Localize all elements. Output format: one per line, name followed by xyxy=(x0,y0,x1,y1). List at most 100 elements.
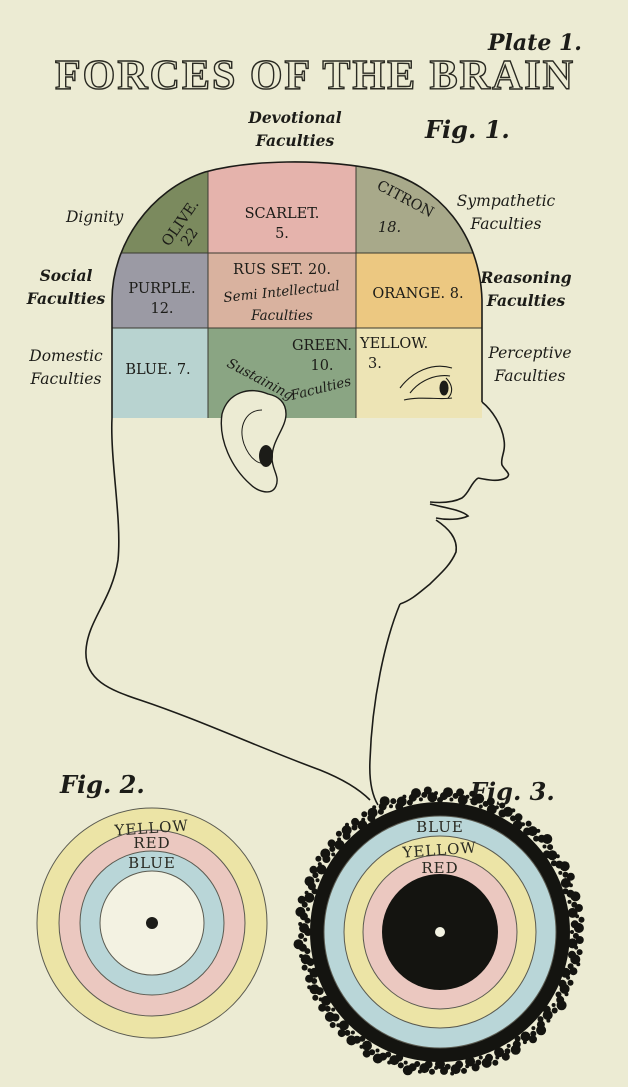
fringe-dot xyxy=(379,796,390,807)
fringe-dot xyxy=(566,872,575,881)
fringe-dot xyxy=(341,825,352,836)
fringe-dot xyxy=(533,835,540,842)
fringe-dot xyxy=(362,1040,372,1051)
fringe-dot xyxy=(520,1031,531,1042)
fringe-dot xyxy=(329,846,336,852)
fringe-dot xyxy=(304,890,309,895)
fringe-dot xyxy=(402,1065,413,1076)
devotional-label-line1: Devotional xyxy=(248,108,342,127)
region-dividers xyxy=(112,161,482,418)
fringe-dot xyxy=(569,967,578,976)
fringe-dot xyxy=(293,939,304,950)
fringe-dot xyxy=(309,984,320,995)
fringe-dot xyxy=(324,1005,331,1012)
fringe-dot xyxy=(427,792,438,803)
fringe-dot xyxy=(440,1066,448,1075)
fig1-label: Fig. 1. xyxy=(425,115,510,144)
fig2-ring-blue: BLUE xyxy=(128,854,176,872)
fringe-dot xyxy=(542,834,553,844)
social-label-line2: Faculties xyxy=(26,289,106,308)
fringe-dot xyxy=(295,906,306,917)
fringe-dot xyxy=(297,895,306,904)
fringe-dot xyxy=(568,883,573,888)
citron-num: 18. xyxy=(378,220,401,236)
region-orange xyxy=(356,253,482,328)
fringe-dot xyxy=(390,798,397,805)
fringe-dot xyxy=(547,844,554,851)
region-blue xyxy=(112,328,208,418)
fringe-dot xyxy=(570,930,574,934)
fringe-dot xyxy=(305,974,314,983)
fringe-dot xyxy=(351,817,360,826)
fringe-dot xyxy=(335,830,342,837)
region-yellow xyxy=(356,328,482,418)
orange-name: ORANGE. 8. xyxy=(372,286,463,302)
fringe-dot xyxy=(338,1020,349,1031)
fringe-dot xyxy=(350,1030,355,1035)
fringe-dot xyxy=(494,1047,505,1058)
fig3-label: Fig. 3. xyxy=(470,777,555,806)
fringe-dot xyxy=(411,788,421,799)
fringe-dot xyxy=(396,796,407,807)
fringe-dot xyxy=(492,1059,499,1066)
green-num: 10. xyxy=(310,358,333,374)
fringe-dot xyxy=(478,1055,483,1060)
fringe-dot xyxy=(299,923,310,934)
fringe-dot xyxy=(309,865,318,874)
purple-num: 12. xyxy=(150,301,173,317)
fringe-dot xyxy=(530,1030,537,1037)
fringe-dot xyxy=(450,1071,455,1076)
fringe-dot xyxy=(317,862,322,867)
fringe-dot xyxy=(449,797,454,802)
scarlet-num: 5. xyxy=(275,226,289,242)
reasoning-label-line2: Faculties xyxy=(486,291,566,310)
plate-number: Plate 1. xyxy=(488,30,582,56)
fringe-dot xyxy=(559,983,570,994)
fig3-ring-yellow: YELLOW xyxy=(401,838,478,861)
fringe-dot xyxy=(344,1029,351,1036)
fringe-dot xyxy=(481,1057,492,1068)
fringe-dot xyxy=(566,975,571,980)
fringe-dot xyxy=(551,1007,558,1014)
fig3-ring-red: RED xyxy=(421,859,458,877)
fringe-dot xyxy=(499,802,506,809)
fringe-dot xyxy=(397,1062,404,1069)
fringe-dot xyxy=(567,979,574,986)
fringe-dot xyxy=(300,954,311,965)
fringe-dot xyxy=(315,878,320,883)
purple-name: PURPLE. xyxy=(128,281,195,297)
fringe-dot xyxy=(345,822,349,827)
fringe-dot xyxy=(306,907,310,912)
fringe-dot xyxy=(478,804,483,809)
fringe-dot xyxy=(372,805,377,810)
fringe-dot xyxy=(298,933,305,939)
fringe-dot xyxy=(558,870,563,875)
fringe-dot xyxy=(346,1035,357,1046)
fringe-dot xyxy=(486,797,495,806)
fringe-dot xyxy=(574,945,579,950)
fringe-dot xyxy=(402,794,407,799)
fringe-dot xyxy=(575,914,580,919)
fringe-dot xyxy=(329,1022,336,1028)
fringe-dot xyxy=(461,1067,467,1074)
fringe-dot xyxy=(387,1060,392,1065)
fringe-dot xyxy=(307,968,312,973)
fig3-ring-blue: BLUE xyxy=(416,818,464,836)
fringe-dot xyxy=(361,811,368,818)
fringe-dot xyxy=(389,804,393,809)
fringe-dot xyxy=(324,1011,335,1022)
fringe-dot xyxy=(570,891,581,902)
domestic-label-line2: Faculties xyxy=(30,370,102,388)
scarlet-name: SCARLET. xyxy=(245,206,320,222)
fringe-dot xyxy=(465,794,470,799)
fringe-dot xyxy=(525,820,532,827)
fringe-dot xyxy=(471,1063,480,1072)
fringe-dot xyxy=(299,954,304,958)
fringe-dot xyxy=(457,795,468,805)
fringe-dot xyxy=(312,994,319,1001)
region-scarlet xyxy=(208,161,356,253)
devotional-label: Devotional Faculties xyxy=(225,106,365,152)
fringe-dot xyxy=(316,864,327,875)
